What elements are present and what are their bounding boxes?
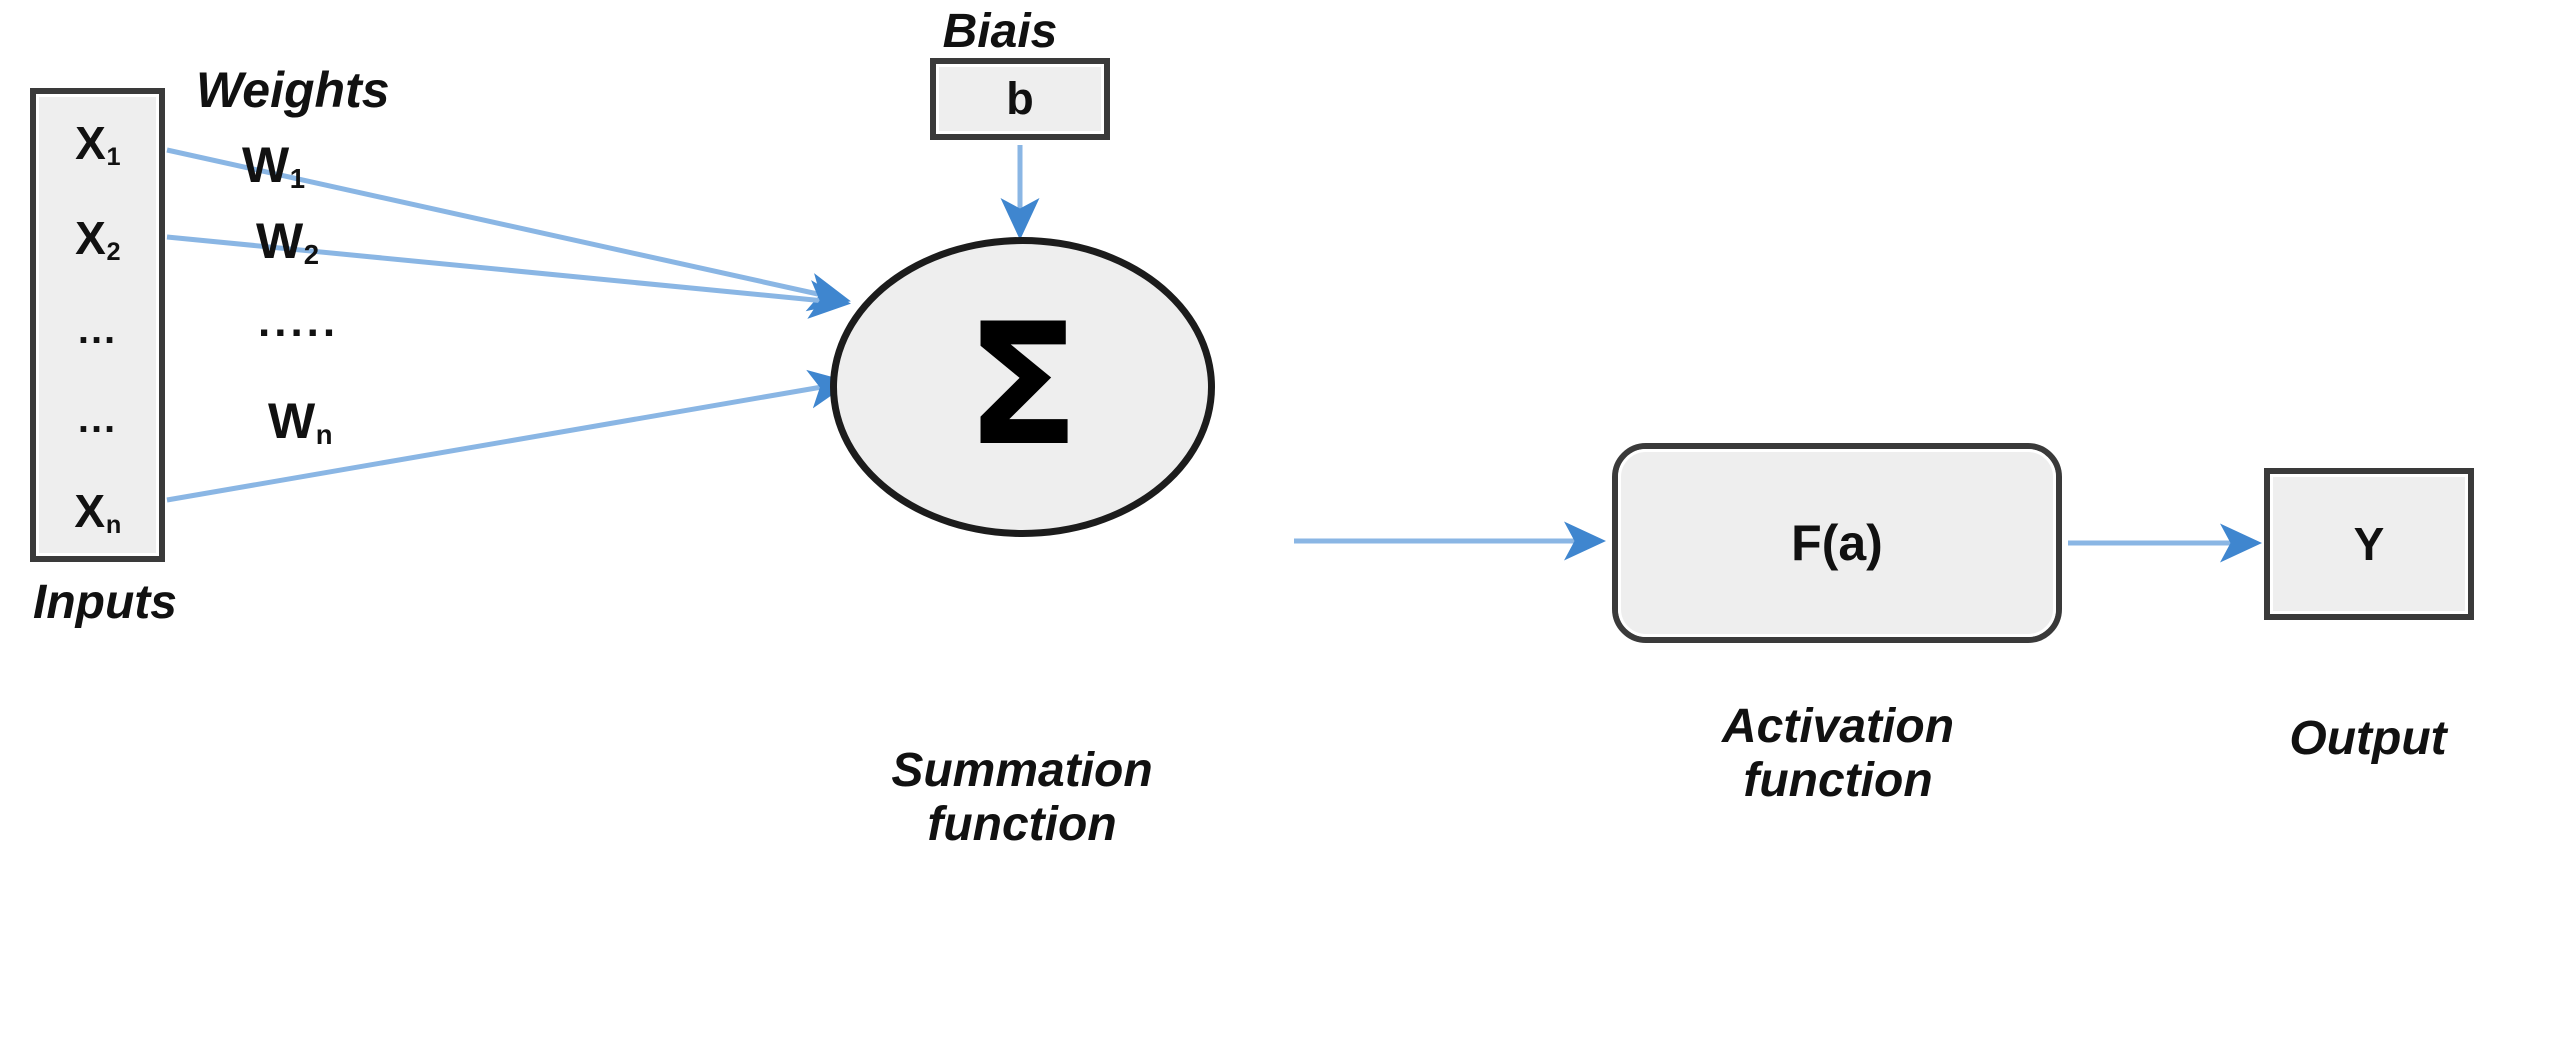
- activation-function-box: F(a): [1612, 443, 2062, 643]
- bias-value: b: [1006, 73, 1034, 124]
- input-x1: X1: [75, 117, 121, 169]
- output-value: Y: [2353, 518, 2385, 570]
- input-x2: X2: [75, 212, 121, 264]
- activation-value: F(a): [1791, 515, 1883, 571]
- weight-w1-base: W: [242, 137, 290, 193]
- inputs-box: X1 X2 ... ... Xn: [30, 88, 165, 562]
- output-caption: Output: [2289, 712, 2447, 765]
- weight-wn-base: W: [268, 393, 316, 449]
- weight-w1-sub: 1: [289, 163, 306, 195]
- input-x2-base: X: [75, 212, 106, 264]
- input-xn: Xn: [74, 485, 121, 537]
- bias-box: b: [930, 58, 1110, 140]
- weight-w2-base: W: [256, 213, 304, 269]
- input-xn-base: X: [74, 485, 106, 537]
- input-ellipsis-lower: ...: [77, 397, 118, 441]
- bias-caption: Biais: [942, 5, 1058, 58]
- summation-caption: Summation function: [891, 744, 1153, 851]
- weight-ellipsis: .....: [258, 297, 340, 346]
- input-x1-base: X: [75, 117, 106, 169]
- input-ellipsis-upper: ...: [77, 308, 118, 352]
- weight-w2-sub: 2: [303, 239, 320, 271]
- summation-node: Σ: [830, 237, 1215, 537]
- inputs-caption: Inputs: [33, 576, 177, 629]
- weight-label-wn: Wn: [268, 393, 333, 449]
- output-box: Y: [2264, 468, 2474, 620]
- sigma-icon: Σ: [965, 286, 1080, 483]
- input-xn-sub: n: [105, 510, 122, 539]
- weights-caption: Weights: [196, 62, 390, 118]
- weight-wn-sub: n: [315, 419, 333, 451]
- weight-label-w1: W1: [242, 137, 305, 193]
- input-x2-sub: 2: [106, 237, 121, 266]
- weight-label-w2: W2: [256, 213, 319, 269]
- activation-caption: Activation function: [1721, 700, 1955, 807]
- input-x1-sub: 1: [106, 142, 121, 171]
